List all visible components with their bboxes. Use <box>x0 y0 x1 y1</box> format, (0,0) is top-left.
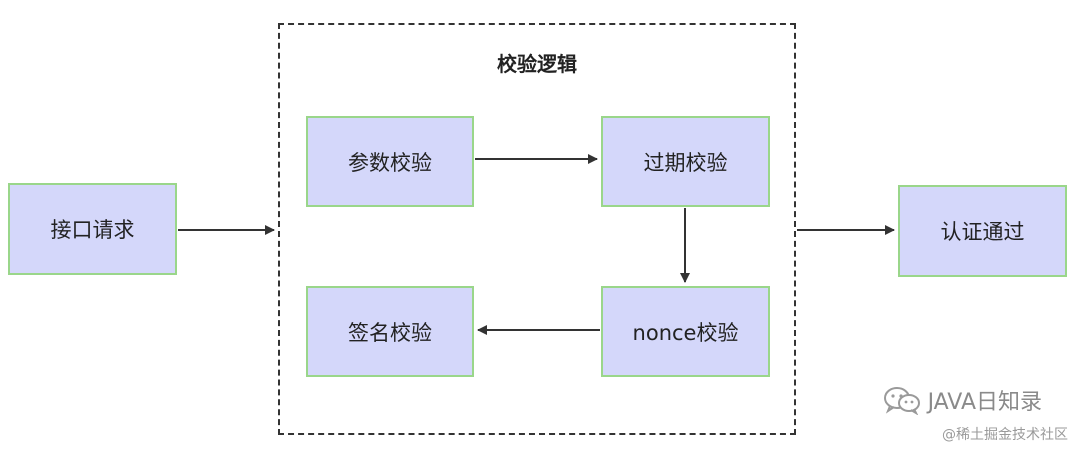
node-param-check-label: 参数校验 <box>348 150 432 175</box>
node-expire-check-label: 过期校验 <box>643 150 728 175</box>
watermark-credit: @稀土掘金技术社区 <box>942 427 1068 443</box>
node-sign-check-label: 签名校验 <box>348 320 432 345</box>
node-request: 接口请求 <box>8 183 177 275</box>
node-auth-passed-label: 认证通过 <box>940 220 1025 244</box>
wechat-icon <box>883 387 920 415</box>
node-nonce-check: nonce校验 <box>601 286 770 377</box>
validation-logic-group <box>278 23 796 435</box>
watermark-account: JAVA日知录 <box>927 390 1042 415</box>
node-nonce-check-label: nonce校验 <box>632 320 739 345</box>
group-title: 校验逻辑 <box>497 52 577 76</box>
node-auth-passed: 认证通过 <box>898 185 1067 277</box>
watermark: JAVA日知录 <box>882 384 1042 416</box>
node-request-label: 接口请求 <box>50 218 135 242</box>
node-sign-check: 签名校验 <box>306 286 474 377</box>
node-param-check: 参数校验 <box>306 116 474 207</box>
node-expire-check: 过期校验 <box>601 116 770 207</box>
